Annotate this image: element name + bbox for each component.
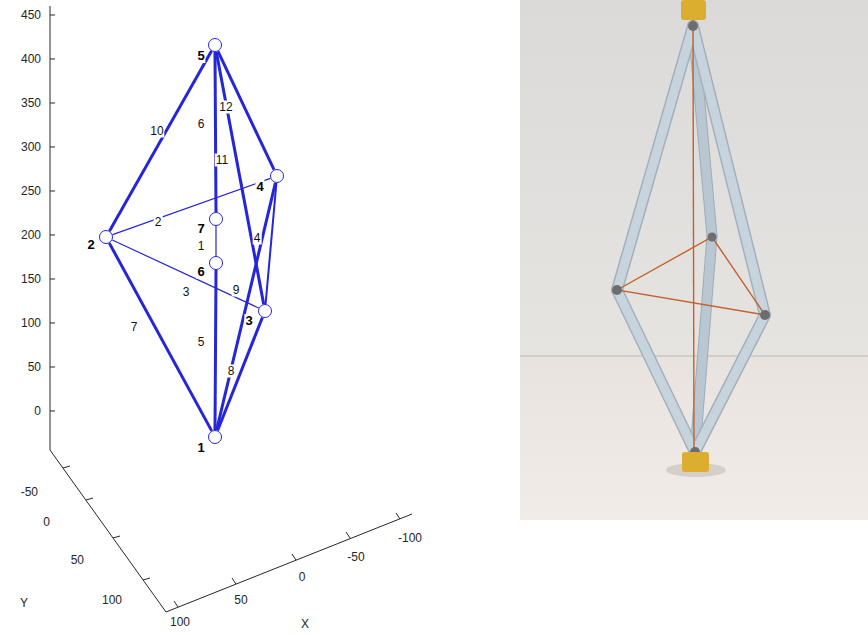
photo-bottom-cap [682, 452, 709, 472]
node-number: 2 [86, 238, 95, 252]
tick-label: 150 [21, 272, 41, 286]
node-number: 6 [196, 265, 205, 279]
tick-label: -50 [21, 485, 38, 499]
photo-joints [612, 21, 770, 457]
member-number: 12 [218, 101, 233, 114]
member-line [112, 240, 258, 308]
member-line [109, 243, 211, 431]
tick-label: 0 [299, 570, 306, 584]
joint-node: 5 [208, 38, 222, 52]
member-number: 10 [149, 125, 164, 138]
node-number: 3 [244, 314, 253, 328]
tick-label: 450 [21, 8, 41, 22]
y-ticks [63, 466, 150, 580]
joint-node: 6 [209, 256, 223, 270]
joint-node: 4 [270, 169, 284, 183]
tick-label: 0 [34, 404, 41, 418]
tick-label: 100 [170, 615, 190, 629]
tick-label: 300 [21, 140, 41, 154]
photo-struts [617, 26, 765, 452]
member-number: 2 [154, 216, 163, 229]
member-number: 3 [182, 286, 191, 299]
tick-label: 200 [21, 228, 41, 242]
z-ticks [50, 15, 55, 411]
node-number: 4 [255, 180, 264, 194]
member-number: 7 [130, 321, 139, 334]
z-axis [50, 6, 51, 450]
photo-top-cap [681, 0, 706, 20]
tick-label: -100 [398, 531, 422, 545]
member-line [217, 183, 276, 430]
tick-label: 100 [21, 316, 41, 330]
member-number: 4 [253, 232, 262, 245]
member-line [218, 51, 274, 169]
x-axis [166, 514, 412, 612]
member-line [215, 226, 216, 256]
tick-label: 50 [71, 553, 84, 567]
member-number: 1 [197, 240, 206, 253]
node-number: 5 [196, 49, 205, 63]
node-number: 1 [196, 441, 205, 455]
member-line [215, 52, 216, 212]
tick-label: 250 [21, 184, 41, 198]
member-number: 11 [215, 154, 229, 167]
axis-label: Y [20, 596, 28, 610]
axis-label: X [301, 617, 309, 631]
member-number: 5 [197, 336, 206, 349]
tick-label: 50 [28, 360, 41, 374]
member-number: 8 [227, 365, 236, 378]
plot-axes [50, 6, 412, 612]
joint-node: 7 [209, 212, 223, 226]
joint-node: 2 [99, 230, 113, 244]
tick-label: 100 [102, 593, 122, 607]
tick-label: 0 [43, 515, 50, 529]
tick-label: 350 [21, 96, 41, 110]
member-line [110, 51, 212, 231]
member-line [216, 52, 263, 304]
photo-cables [617, 20, 765, 455]
node-number: 7 [196, 222, 205, 236]
tick-label: -50 [347, 550, 364, 564]
model-photo [520, 0, 868, 520]
tick-label: 400 [21, 52, 41, 66]
y-axis [50, 450, 166, 612]
tick-label: 50 [234, 593, 247, 607]
member-number: 9 [232, 284, 241, 297]
joint-node: 3 [258, 304, 272, 318]
joint-node: 1 [208, 430, 222, 444]
member-number: 6 [197, 118, 206, 131]
member-line [215, 270, 216, 430]
x-ticks [174, 513, 400, 607]
